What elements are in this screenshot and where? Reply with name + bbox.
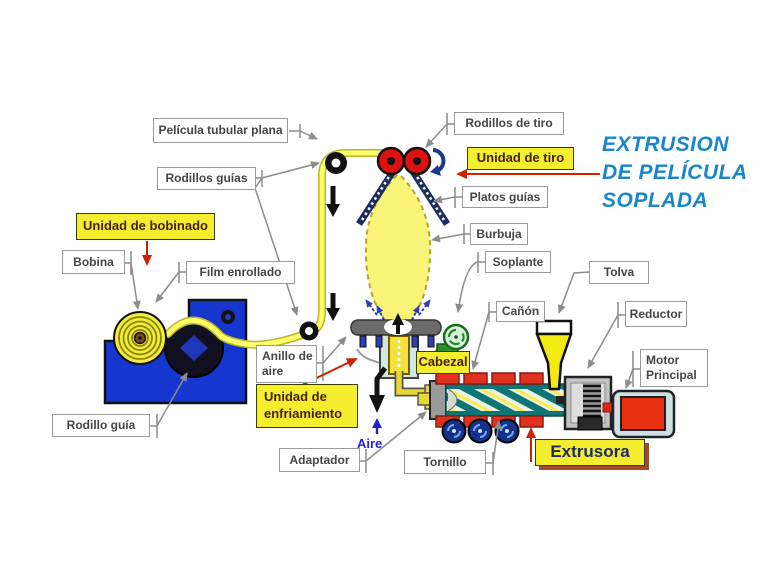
extruder [417,319,676,444]
label-unidad-de-tiro: Unidad de tiro [467,147,574,170]
label-soplante: Soplante [485,251,551,273]
label-rodillos-guias: Rodillos guías [157,167,256,190]
leader-lines [125,113,640,475]
label-cabezal: Cabezal [416,351,470,374]
winding-unit [103,298,311,405]
main-motor [602,389,676,439]
label-unidad-de-enfriamiento: Unidad de enfriamiento [256,384,358,428]
film-roll [113,311,167,365]
label-film-enrollado: Film enrollado [186,261,295,284]
barrel-end-cap [429,380,447,420]
label-rodillos-de-tiro: Rodillos de tiro [454,112,564,135]
title-line-1: EXTRUSION [602,133,730,156]
title-line-3: SOPLADA [602,189,709,212]
label-extrusora: Extrusora [535,439,645,466]
cooling-air-arrows [365,299,431,321]
title-line-2: DE PELÍCULA [602,161,748,184]
label-adaptador: Adaptador [279,448,360,472]
collapsing-frames [356,168,450,226]
label-rodillo-guia: Rodillo guía [52,414,150,437]
film-path [299,149,392,341]
rotation-arrow [432,148,446,173]
label-bobina: Bobina [62,250,125,274]
label-unidad-de-bobinado: Unidad de bobinado [76,213,215,240]
air-ring [350,313,442,348]
hopper [535,319,573,391]
label-canon: Cañón [496,301,545,322]
label-platos-guias: Platos guías [462,186,548,208]
melt-flow-arrow [392,313,404,325]
cooling-fans [441,418,520,444]
nip-rollers [376,146,446,176]
label-motor-principal: Motor Principal [640,349,708,387]
film-direction-arrow [326,186,340,321]
label-aire: Aire [357,436,383,451]
label-reductor: Reductor [625,301,687,327]
label-pelicula-tubular-plana: Película tubular plana [153,118,288,143]
label-burbuja: Burbuja [470,223,528,245]
page-title: EXTRUSION DE PELÍCULA SOPLADA [602,131,752,215]
gearbox [556,375,613,431]
film-path-to-winder [164,316,311,349]
label-anillo-de-aire: Anillo de aire [256,345,317,383]
label-tornillo: Tornillo [404,450,486,474]
air-inlet [369,366,388,434]
blower-fan [436,323,470,355]
label-tolva: Tolva [589,261,649,284]
